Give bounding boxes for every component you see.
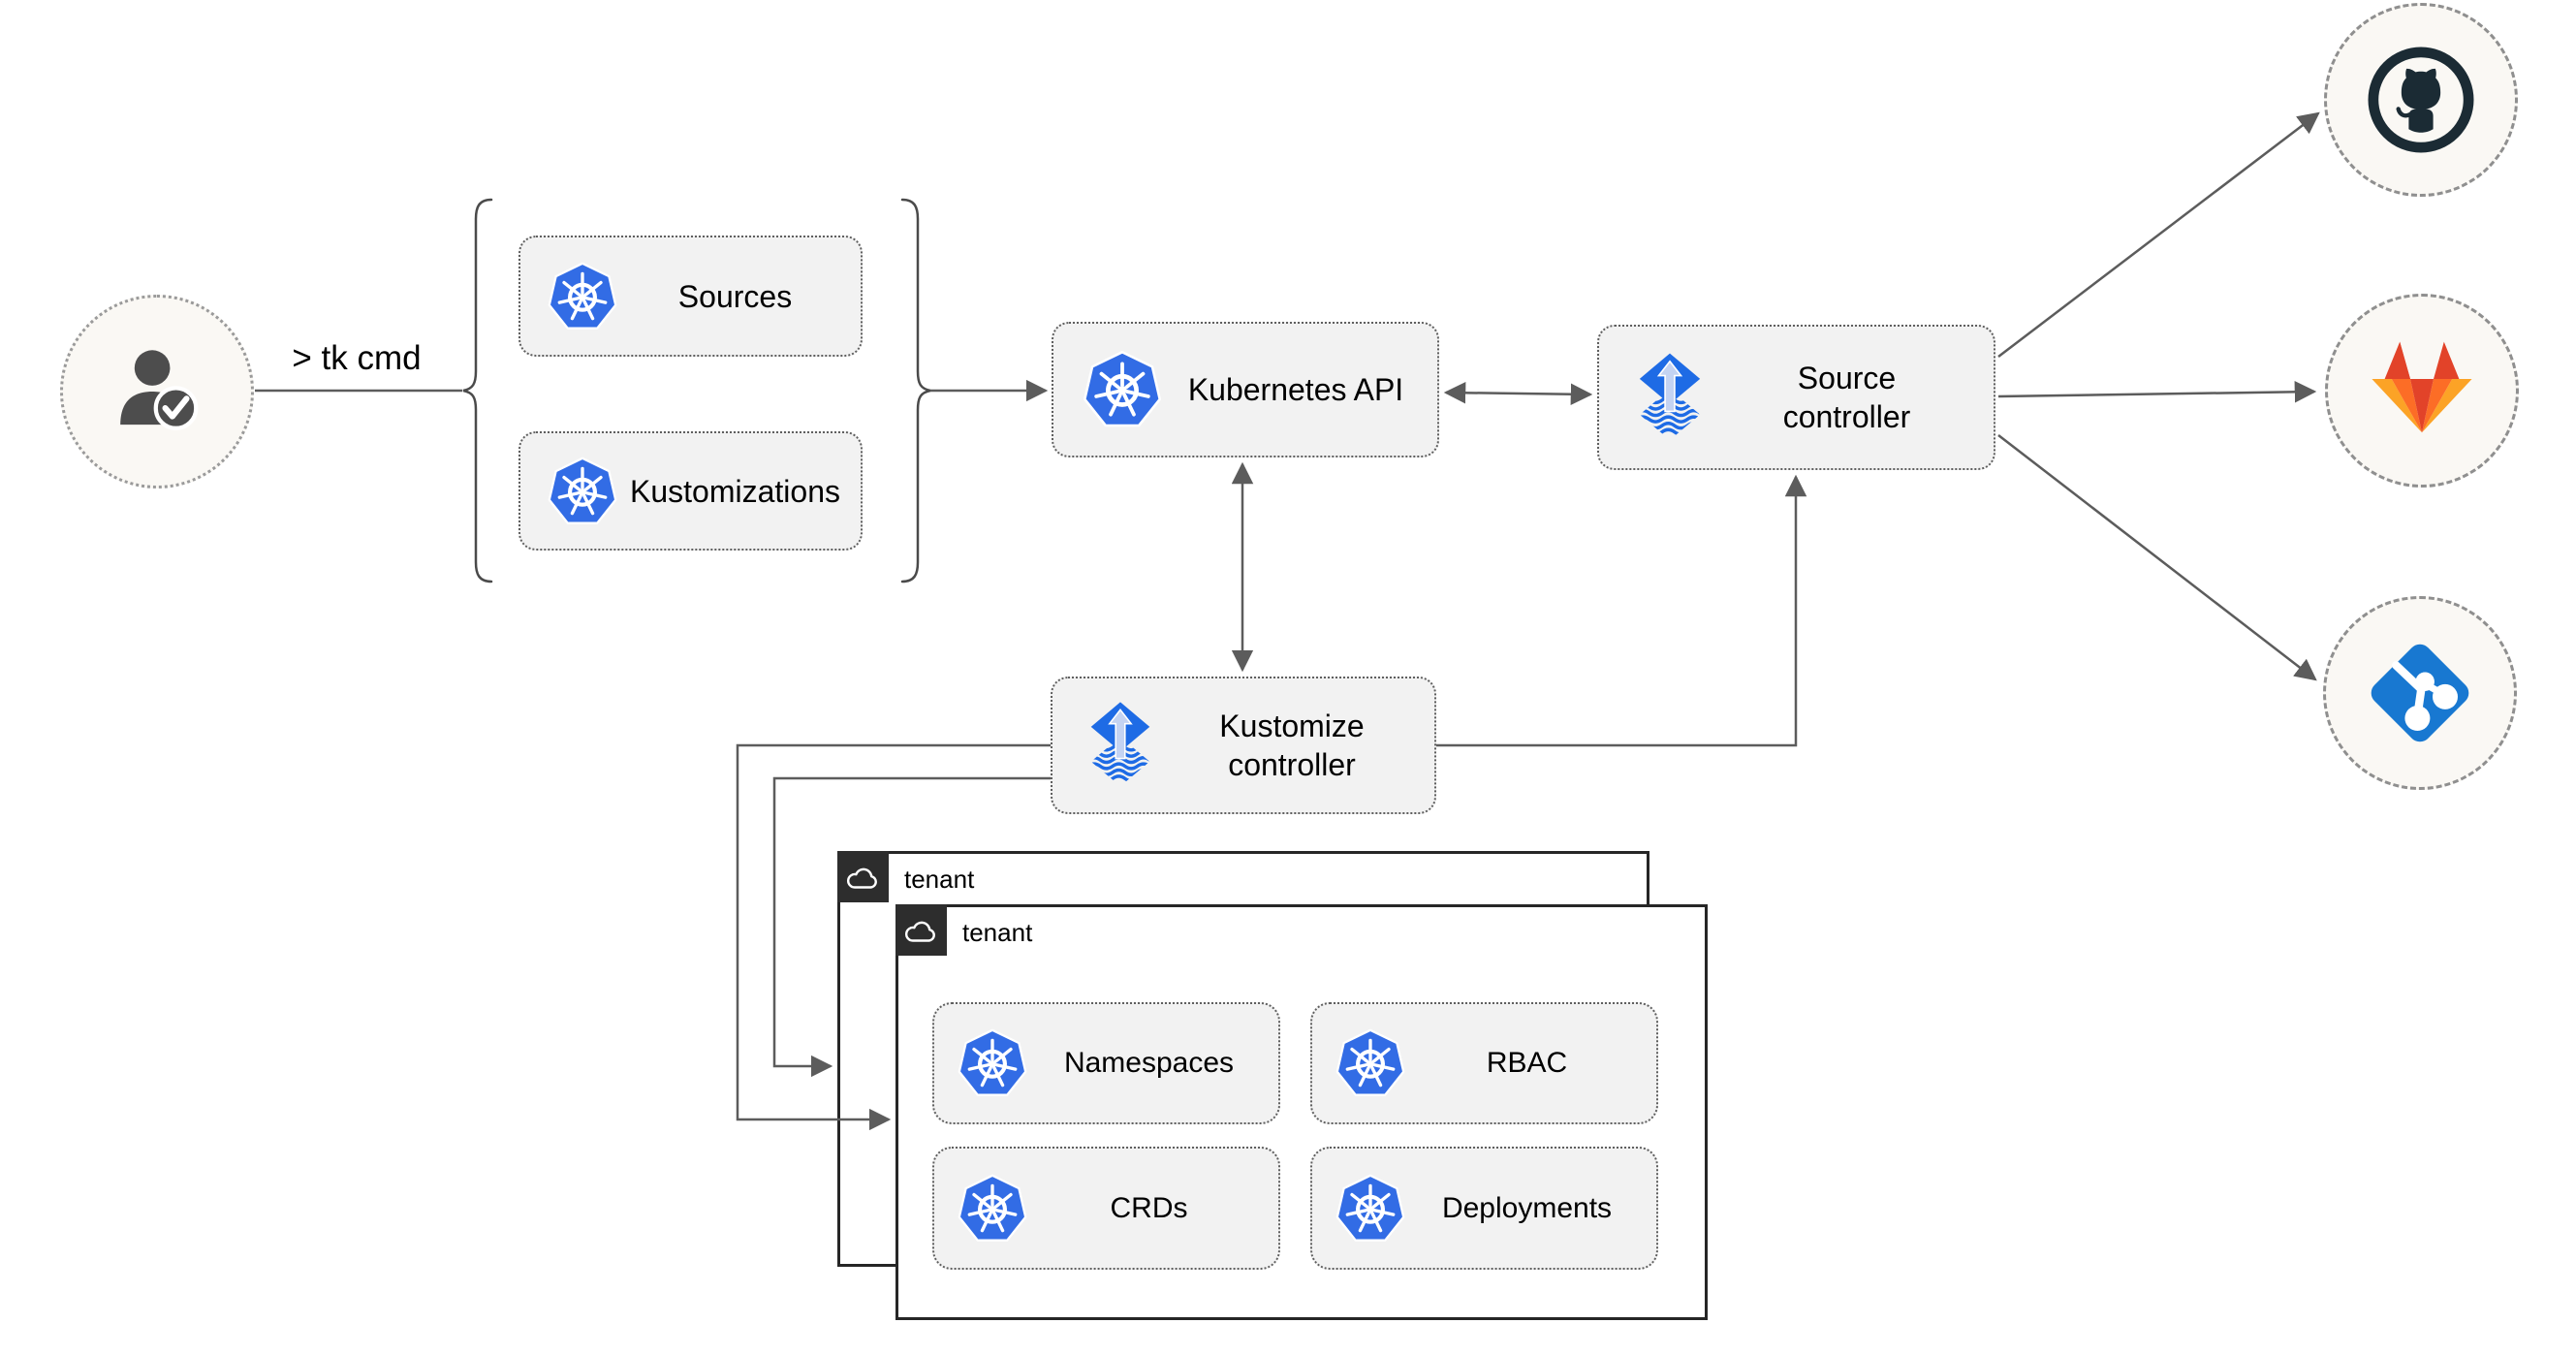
rbac-node: RBAC (1310, 1002, 1658, 1124)
kubernetes-icon (546, 455, 619, 528)
kubernetes-icon (956, 1172, 1029, 1245)
kubernetes-icon (1081, 348, 1164, 431)
left-curly-brace (462, 198, 493, 583)
edge-kubernetes-api-source-controller (1443, 382, 1593, 405)
source-controller-line2: controller (1782, 399, 1911, 434)
deployments-label: Deployments (1441, 1191, 1613, 1224)
tenant-front-label: tenant (962, 918, 1033, 947)
namespaces-node: Namespaces (932, 1002, 1280, 1124)
kubernetes-api-label: Kubernetes API (1187, 372, 1404, 407)
crds-label: CRDs (1110, 1191, 1188, 1224)
crds-node: CRDs (932, 1147, 1280, 1270)
kubernetes-icon (546, 260, 619, 333)
kubernetes-api-node: Kubernetes API (1052, 322, 1439, 457)
user-avatar (60, 295, 254, 488)
namespaces-label: Namespaces (1063, 1047, 1235, 1080)
cloud-icon (837, 851, 889, 902)
kustomizations-node: Kustomizations (518, 431, 863, 551)
gitlab-icon (2372, 341, 2472, 433)
git-icon (2371, 644, 2469, 742)
flux-icon (1630, 351, 1710, 445)
kubernetes-icon (1334, 1026, 1407, 1100)
kustomize-controller-label: Kustomize controller (1159, 707, 1434, 784)
git-remote (2323, 596, 2517, 790)
tenant-container-front: tenant Namespaces RBAC CRDs (895, 904, 1708, 1320)
github-icon (2368, 47, 2474, 153)
flux-icon (1082, 700, 1159, 791)
sources-node: Sources (518, 236, 863, 357)
edge-source-controller-to-gitlab (1997, 381, 2317, 403)
edge-source-controller-to-github (1997, 111, 2320, 358)
edge-source-controller-to-git (1997, 434, 2317, 681)
tenant-back-label: tenant (904, 865, 975, 894)
source-controller-label: Source controller (1710, 359, 1994, 436)
source-controller-line1: Source (1797, 361, 1897, 395)
right-curly-brace (900, 198, 931, 583)
kustomize-controller-node: Kustomize controller (1051, 677, 1436, 814)
gitlab-remote (2325, 294, 2519, 488)
sources-label: Sources (677, 278, 793, 314)
user-check-icon (120, 350, 199, 430)
github-remote (2324, 3, 2518, 197)
kustomizations-label: Kustomizations (630, 473, 840, 509)
kustomize-controller-line1: Kustomize (1219, 709, 1365, 743)
deployments-node: Deployments (1310, 1147, 1658, 1270)
rbac-label: RBAC (1486, 1047, 1568, 1080)
source-controller-node: Source controller (1597, 325, 1995, 470)
kustomize-controller-line2: controller (1228, 747, 1356, 782)
edge-kustomize-to-source-controller (1436, 474, 1807, 747)
cloud-icon (895, 904, 947, 956)
tk-cmd-label: > tk cmd (292, 339, 422, 377)
kubernetes-icon (1334, 1172, 1407, 1245)
kubernetes-icon (956, 1026, 1029, 1100)
